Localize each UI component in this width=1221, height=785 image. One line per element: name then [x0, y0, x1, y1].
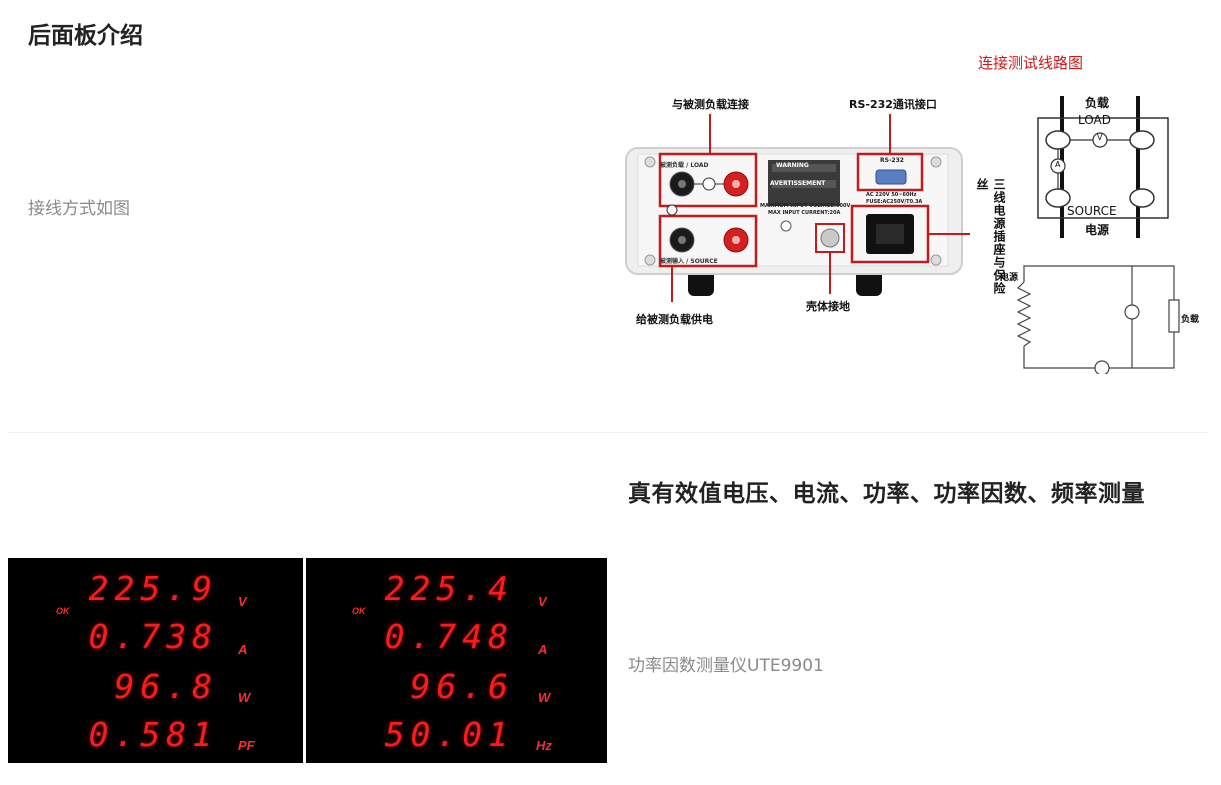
- callout-power-fuse: 三线电源插座与保险丝: [975, 178, 1006, 295]
- load-box-label: 被测负载 / LOAD: [660, 162, 709, 169]
- diagram-a-symbol: A: [1055, 160, 1061, 169]
- voltage-readout: 225.9: [88, 569, 218, 608]
- wiring-description: 接线方式如图: [28, 199, 130, 219]
- warning-text: WARNING: [776, 162, 809, 169]
- current-readout: 0.748: [384, 617, 514, 656]
- fuse-rating-text: FUSE:AC250V/T0.3A: [866, 199, 923, 205]
- power-readout: 96.8: [114, 667, 218, 706]
- callout-power-supply: 给被测负载供电: [636, 313, 713, 326]
- avertissement-text: AVERTISSEMENT: [770, 180, 826, 187]
- callout-load-connect: 与被测负载连接: [672, 98, 749, 111]
- voltage-unit: V: [538, 594, 547, 609]
- power-factor-readout: 0.581: [88, 715, 218, 754]
- status-ok-indicator: OK: [56, 606, 70, 616]
- power-unit: W: [538, 690, 551, 705]
- circuit-schematic: [1012, 262, 1188, 376]
- diagram-load-cn: 负载: [1085, 96, 1110, 110]
- circuit-source-label: 电源: [1000, 273, 1019, 283]
- callout-ground: 壳体接地: [806, 300, 850, 313]
- section-divider: [8, 432, 1208, 433]
- section-title-rear-panel: 后面板介绍: [28, 23, 143, 49]
- diagram-source-cn: 电源: [1085, 223, 1110, 237]
- product-description: 功率因数测量仪UTE9901: [628, 656, 824, 676]
- display-panel-1: OK 225.9 V 0.738 A 96.8 W 0.581 PF: [8, 558, 303, 763]
- power-factor-unit: PF: [238, 738, 255, 753]
- load-source-diagram: [1030, 92, 1176, 238]
- rear-panel-illustration: [620, 90, 980, 330]
- display-panel-2: OK 225.4 V 0.748 A 96.6 W 50.01 Hz: [306, 558, 607, 763]
- current-unit: A: [238, 642, 248, 657]
- diagram-source-en: SOURCE: [1067, 204, 1117, 218]
- section-title-measurement: 真有效值电压、电流、功率、功率因数、频率测量: [628, 481, 1145, 507]
- rear-panel-svg: [625, 114, 970, 302]
- rs232-port-label: RS-232: [880, 157, 904, 164]
- power-unit: W: [238, 690, 251, 705]
- source-box-label: 被测输入 / SOURCE: [660, 258, 718, 265]
- frequency-unit: Hz: [536, 738, 552, 753]
- voltage-unit: V: [238, 594, 247, 609]
- callout-rs232: RS-232通讯接口: [849, 98, 937, 111]
- status-ok-indicator: OK: [352, 606, 366, 616]
- max-current-text: MAX INPUT CURRENT:20A: [768, 210, 841, 216]
- current-unit: A: [538, 642, 548, 657]
- circuit-load-label: 负载: [1181, 315, 1200, 325]
- load-terminal-box: [658, 152, 758, 208]
- max-voltage-text: MAXIMUM INPUT VOLTAGE:600V: [760, 203, 851, 209]
- wiring-diagram-title: 连接测试线路图: [978, 54, 1084, 72]
- source-terminal-box: [658, 214, 758, 268]
- voltage-readout: 225.4: [384, 569, 514, 608]
- diagram-v-symbol: V: [1097, 133, 1103, 142]
- power-readout: 96.6: [410, 667, 514, 706]
- current-readout: 0.738: [88, 617, 218, 656]
- diagram-load-en: LOAD: [1078, 113, 1111, 127]
- ac-rating-text: AC 220V 50~60Hz: [866, 192, 917, 198]
- frequency-readout: 50.01: [384, 715, 514, 754]
